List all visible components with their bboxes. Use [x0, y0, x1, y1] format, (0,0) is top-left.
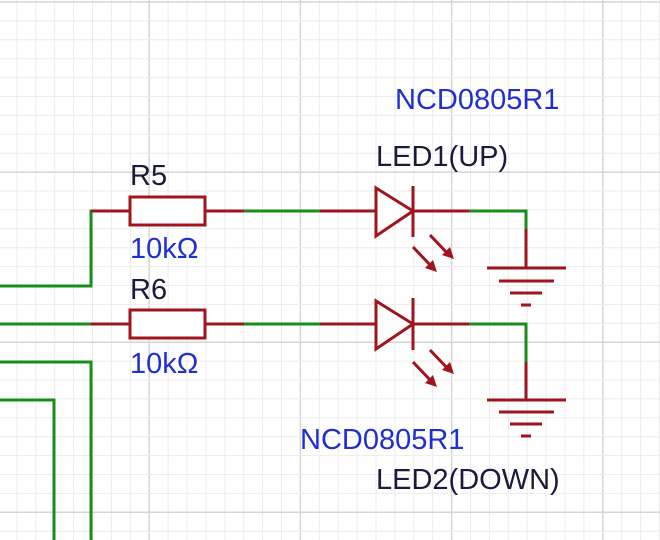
led2-emission-arrows: [411, 348, 454, 387]
ground-symbol-2[interactable]: [487, 362, 566, 438]
led1-part-number: NCD0805R1: [395, 84, 559, 116]
led-led2[interactable]: NCD0805R1 LED2(DOWN): [300, 298, 560, 496]
led2-designator: LED2(DOWN): [376, 464, 560, 496]
r5-value: 10kΩ: [130, 233, 198, 265]
r6-body: [128, 308, 207, 340]
resistor-r6[interactable]: R6 10kΩ: [91, 274, 244, 380]
wire-led1-to-gnd[interactable]: [467, 209, 528, 270]
led1-emission-arrows: [411, 233, 454, 272]
led2-triangle: [374, 298, 416, 352]
r5-body: [128, 195, 207, 227]
led-led1[interactable]: NCD0805R1 LED1(UP): [320, 84, 559, 272]
led1-triangle: [374, 185, 416, 239]
r5-designator: R5: [130, 160, 167, 192]
r6-designator: R6: [130, 274, 167, 306]
led2-part-number: NCD0805R1: [300, 424, 464, 456]
wire-net-b[interactable]: [0, 398, 56, 540]
ground-symbol-1[interactable]: [487, 229, 566, 307]
wire-led2-to-gnd[interactable]: [467, 322, 528, 402]
wire-net-a[interactable]: [0, 360, 93, 540]
r6-value: 10kΩ: [130, 348, 198, 380]
wire-r5-input[interactable]: [0, 209, 132, 288]
led1-designator: LED1(UP): [376, 141, 508, 173]
resistor-r5[interactable]: R5 10kΩ: [91, 160, 244, 265]
